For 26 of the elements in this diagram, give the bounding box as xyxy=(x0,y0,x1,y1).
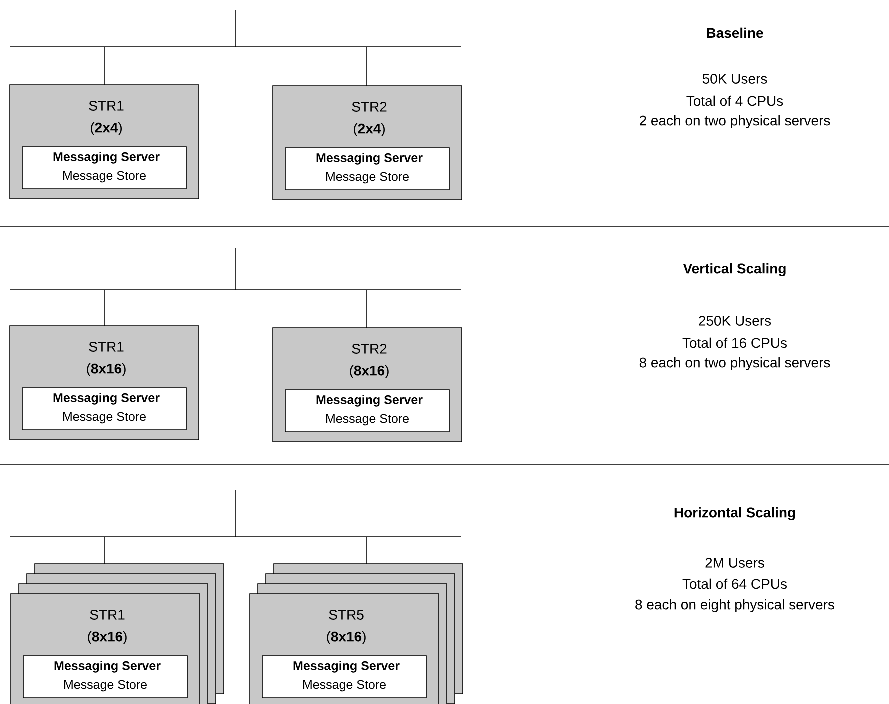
bus-line xyxy=(10,46,462,48)
text-line: 8 each on eight physical servers xyxy=(636,599,834,612)
text-line: Total of 16 CPUs xyxy=(682,338,787,348)
text-line: Total of 64 CPUs xyxy=(682,578,787,590)
text-line: 2 each on two physical servers xyxy=(640,115,830,128)
connector-line xyxy=(104,46,106,86)
text-line: 250K Users xyxy=(699,316,772,326)
component-box: Messaging Server Message Store xyxy=(285,148,450,190)
connector-line xyxy=(366,536,368,564)
connector-line xyxy=(366,46,368,86)
section-heading: Vertical Scaling xyxy=(683,263,786,277)
bus-line xyxy=(10,536,462,538)
text-line: 2M Users xyxy=(706,558,764,568)
connector-line xyxy=(104,290,106,326)
component-box: Messaging Server Message Store xyxy=(22,388,187,430)
connector-line xyxy=(104,536,106,564)
text-line: 50K Users xyxy=(702,74,768,84)
text-line: Total of 4 CPUs xyxy=(686,96,784,106)
component-box: Messaging Server Message Store xyxy=(23,656,188,698)
connector-line xyxy=(366,290,368,328)
text-line: 8 each on two physical servers xyxy=(640,357,830,370)
component-box: Messaging Server Message Store xyxy=(22,146,187,190)
component-box: Messaging Server Message Store xyxy=(285,390,450,432)
section-heading: Horizontal Scaling xyxy=(674,507,796,521)
component-box: Messaging Server Message Store xyxy=(262,656,427,698)
section-heading: Baseline xyxy=(707,28,764,38)
